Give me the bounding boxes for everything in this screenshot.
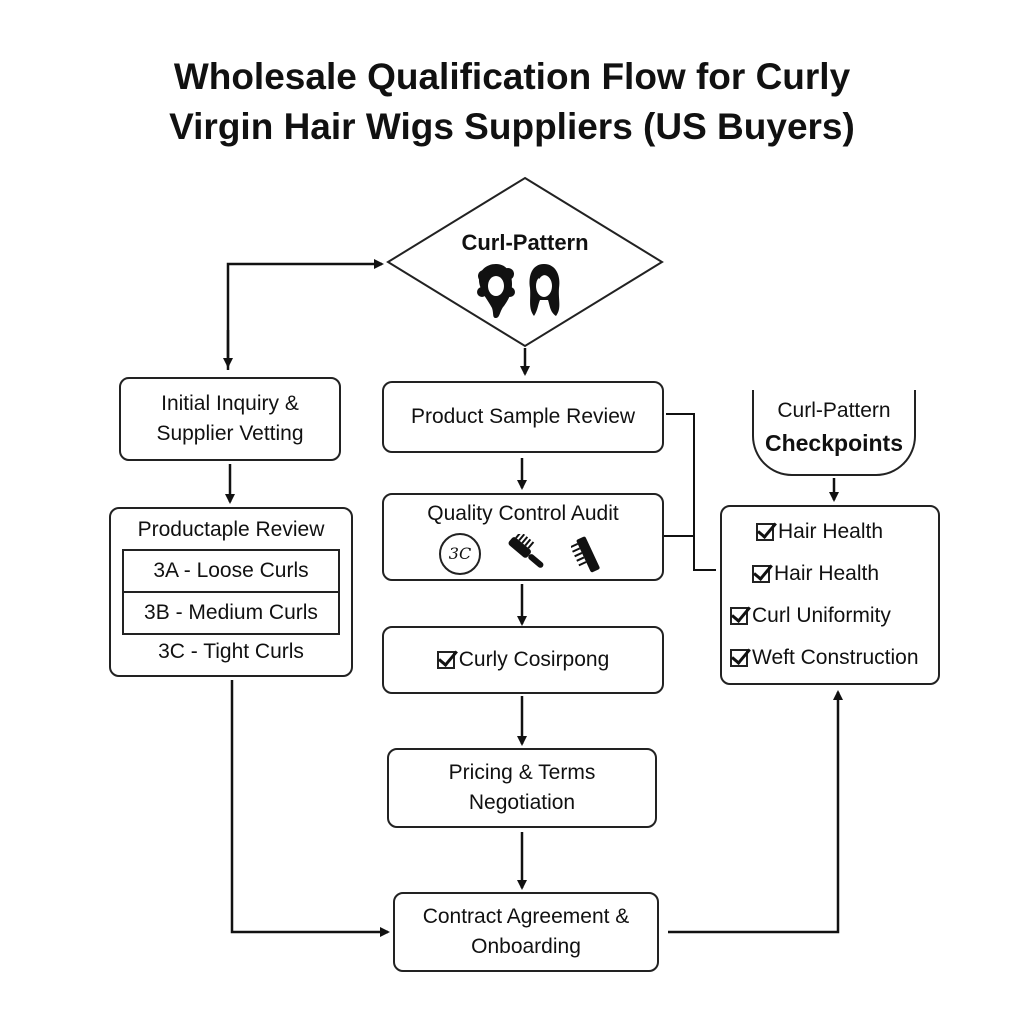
decision-label: Curl-Pattern: [461, 230, 589, 255]
title-line-1: Wholesale Qualification Flow for Curly: [173, 56, 851, 97]
contract-line-2: Onboarding: [471, 935, 581, 958]
checkbox-icon: [752, 565, 770, 583]
wavy-hair-head-icon: [529, 264, 560, 316]
checkbox-icon: [730, 607, 748, 625]
connector-contract-to-checkpoints: [668, 690, 843, 934]
qc-audit-label: Quality Control Audit: [427, 502, 619, 525]
variant-table: 3A - Loose Curls 3B - Medium Curls: [122, 549, 340, 635]
checkbox-icon: [756, 523, 774, 541]
curly-hair-head-icon: [477, 264, 515, 318]
pricing-line-2: Negotiation: [468, 791, 576, 814]
inquiry-line-2: Supplier Vetting: [156, 422, 304, 445]
checkpoints-title-line-2: Checkpoints: [764, 430, 904, 456]
variant-3a: 3A - Loose Curls: [153, 559, 309, 582]
inquiry-box: Initial Inquiry & Supplier Vetting: [119, 377, 341, 461]
checkpoint-item: Hair Health: [752, 559, 879, 589]
variant-3b: 3B - Medium Curls: [124, 591, 338, 633]
connector-inquiry-to-decision: [226, 259, 384, 370]
checkbox-icon: [730, 649, 748, 667]
qc-audit-icons: 3C: [439, 533, 607, 575]
checkpoint-label: Weft Construction: [752, 646, 919, 669]
variant-review-title: Productaple Review: [137, 518, 325, 541]
brush-icon: [508, 534, 544, 568]
checkpoints-title: Curl-Pattern Checkpoints: [752, 390, 916, 476]
checkpoints-title-line-1: Curl-Pattern: [777, 399, 891, 422]
checkpoint-item: Curl Uniformity: [730, 601, 891, 631]
title-line-2: Virgin Hair Wigs Suppliers (US Buyers): [169, 106, 855, 147]
checkbox-icon: [436, 651, 455, 669]
contract-line-1: Contract Agreement &: [422, 905, 630, 928]
checkpoint-label: Hair Health: [774, 562, 880, 585]
checkpoint-label: Hair Health: [778, 520, 884, 543]
variant-3c: 3C - Tight Curls: [158, 640, 304, 663]
curl-type-badge: 3C: [439, 533, 481, 575]
sample-review-label: Product Sample Review: [410, 405, 636, 428]
connector-review-to-contract: [230, 680, 390, 937]
pricing-line-1: Pricing & Terms: [448, 761, 596, 784]
checkpoint-label: Curl Uniformity: [752, 604, 891, 627]
diagram-title: Wholesale Qualification Flow for Curly V…: [0, 52, 1024, 152]
pricing-box: Pricing & Terms Negotiation: [387, 748, 657, 828]
comb-icon: [571, 536, 600, 573]
checkpoints-box: Hair Health Hair Health Curl Uniformity …: [720, 505, 940, 685]
connector-sample-to-checkpoints: [666, 413, 716, 571]
curly-check-label: Curly Cosirpong: [458, 648, 610, 671]
contract-box: Contract Agreement & Onboarding: [393, 892, 659, 972]
variant-review-box: Productaple Review 3A - Loose Curls 3B -…: [109, 507, 353, 677]
curly-check-box: Curly Cosirpong: [382, 626, 664, 694]
checkpoint-item: Weft Construction: [730, 643, 919, 673]
sample-review-box: Product Sample Review: [382, 381, 664, 453]
curl-pattern-decision-diamond: [386, 176, 664, 348]
qc-audit-box: Quality Control Audit 3C: [382, 493, 664, 581]
inquiry-line-1: Initial Inquiry &: [161, 392, 299, 415]
curly-check-row: Curly Cosirpong: [436, 645, 610, 675]
checkpoint-item: Hair Health: [756, 517, 883, 547]
